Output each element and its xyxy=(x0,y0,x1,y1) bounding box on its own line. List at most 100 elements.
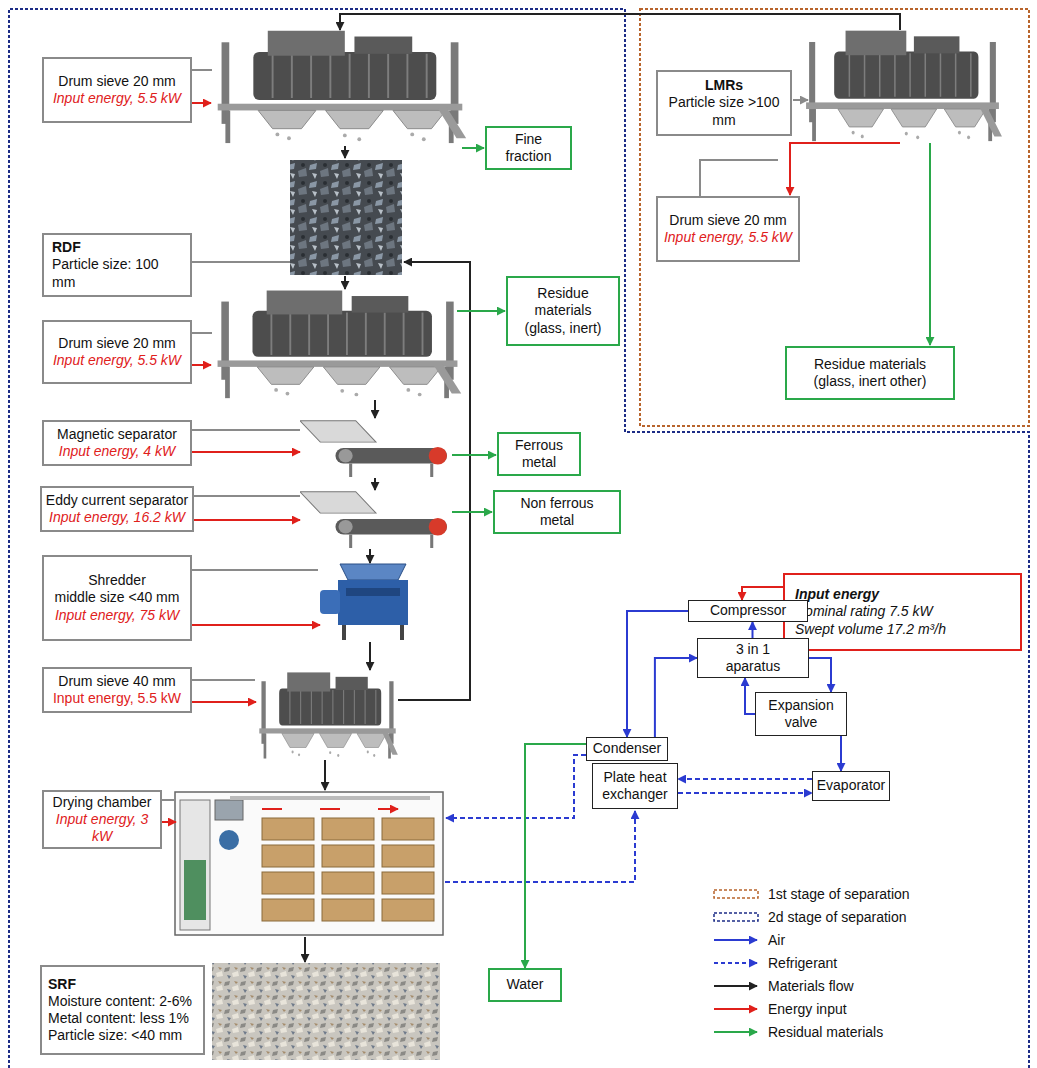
label-box: Drum sieve 20 mmInput energy, 5.5 kW xyxy=(42,320,192,384)
node-text: Residue materials (glass, inert) xyxy=(513,285,613,336)
legend-sample xyxy=(712,933,760,947)
legend-sample xyxy=(712,1002,760,1016)
legend-row: Materials flow xyxy=(712,974,910,997)
legend-text: Refrigerant xyxy=(768,955,837,971)
output-box: Non ferrous metal xyxy=(493,490,621,534)
legend-text: 1st stage of separation xyxy=(768,886,910,902)
legend-text: Air xyxy=(768,932,785,948)
residual-output-lines xyxy=(452,143,930,512)
node-text: Input energy, 5.5 kW xyxy=(49,690,185,707)
legend-text: Materials flow xyxy=(768,978,854,994)
output-box: Ferrous metal xyxy=(497,432,581,476)
flow-connector xyxy=(840,736,842,771)
node-text: Moisture content: 2-6% xyxy=(48,993,197,1010)
legend-swatch xyxy=(714,985,757,987)
label-box: LMRsParticle size >100 mm xyxy=(656,70,792,136)
stage-region-outline xyxy=(9,9,1029,1068)
material-flow-lines xyxy=(305,14,900,962)
node-text: Input energy, 5.5 kW xyxy=(49,90,185,107)
flow-connector xyxy=(752,622,754,638)
output-box: Water xyxy=(488,968,562,1002)
node-text: RDF xyxy=(52,239,182,256)
node-text: Input energy, 75 kW xyxy=(49,607,185,624)
legend-swatch xyxy=(714,890,758,898)
flow-connector xyxy=(809,658,831,692)
legend-sample xyxy=(712,910,760,924)
legend-row: Refrigerant xyxy=(712,951,910,974)
flow-connector xyxy=(678,778,812,780)
node-text: Particle size >100 mm xyxy=(666,94,782,128)
legend-row: Residual materials xyxy=(712,1020,910,1043)
legend-row: 2d stage of separation xyxy=(712,905,910,928)
node-text: 3 in 1 aparatus xyxy=(716,641,790,675)
component-box: 3 in 1 aparatus xyxy=(697,638,809,678)
node-text: Nominal rating 7.5 kW xyxy=(795,603,1010,620)
legend-row: 1st stage of separation xyxy=(712,882,910,905)
node-text: middle size <40 mm xyxy=(49,589,185,606)
node-text: Drum sieve 20 mm xyxy=(663,212,793,229)
node-text: Input energy xyxy=(795,586,1010,603)
flow-connector xyxy=(678,792,812,794)
legend-sample xyxy=(712,1025,760,1039)
output-box: Residue materials (glass, inert other) xyxy=(785,346,955,400)
node-text: Swept volume 17.2 m³/h xyxy=(795,621,1010,638)
machine-illustrations xyxy=(212,31,1002,1060)
component-box: Condenser xyxy=(586,737,668,761)
node-text: Input energy, 16.2 kW xyxy=(44,509,190,526)
label-box: Drum sieve 40 mmInput energy, 5.5 kW xyxy=(42,667,192,713)
node-text: Residue materials (glass, inert other) xyxy=(797,356,943,390)
node-text: Shredder xyxy=(49,572,185,589)
legend-swatch xyxy=(714,1008,757,1010)
node-text: Input energy, 3 kW xyxy=(47,811,157,845)
energy-box: Input energyNominal rating 7.5 kWSwept v… xyxy=(783,573,1022,651)
label-box: Eddy current separatorInput energy, 16.2… xyxy=(40,486,194,532)
label-box: Shreddermiddle size <40 mmInput energy, … xyxy=(42,555,192,641)
node-text: Magnetic separator xyxy=(49,426,185,443)
flow-connector xyxy=(745,678,755,714)
node-text: Compressor xyxy=(693,602,803,619)
legend-swatch xyxy=(714,939,757,941)
node-text: Drum sieve 20 mm xyxy=(49,73,185,90)
label-box: Drum sieve 20 mmInput energy, 5.5 kW xyxy=(42,57,192,123)
legend-sample xyxy=(712,887,760,901)
node-text: Expansion valve xyxy=(764,697,838,731)
legend-sample xyxy=(712,956,760,970)
label-box: Drum sieve 20 mmInput energy, 5.5 kW xyxy=(656,196,800,262)
node-text: Input energy, 5.5 kW xyxy=(663,229,793,246)
node-text: SRF xyxy=(48,976,197,993)
node-text: Condenser xyxy=(590,740,664,757)
output-box: Residue materials (glass, inert) xyxy=(506,276,620,346)
legend: 1st stage of separation 2d stage of separ… xyxy=(712,882,910,1043)
legend-swatch xyxy=(714,1031,757,1033)
legend-text: 2d stage of separation xyxy=(768,909,907,925)
node-text: Fine fraction xyxy=(493,131,564,165)
legend-text: Energy input xyxy=(768,1001,847,1017)
legend-text: Residual materials xyxy=(768,1024,883,1040)
label-box: Magnetic separatorInput energy, 4 kW xyxy=(42,420,192,466)
legend-row: Energy input xyxy=(712,997,910,1020)
legend-swatch xyxy=(714,913,758,921)
legend-row: Air xyxy=(712,928,910,951)
node-text: Particle size: <40 mm xyxy=(48,1027,197,1044)
component-box: Plate heat exchanger xyxy=(592,763,678,809)
node-text: LMRs xyxy=(666,77,782,94)
output-box: Fine fraction xyxy=(485,126,572,170)
leader-lines xyxy=(162,70,808,800)
node-text: Plate heat exchanger xyxy=(596,769,674,803)
node-text: Input energy, 5.5 kW xyxy=(49,352,185,369)
node-text: Drying chamber xyxy=(47,794,157,811)
component-box: Compressor xyxy=(688,600,808,622)
node-text: Input energy, 4 kW xyxy=(49,443,185,460)
flow-connector xyxy=(627,611,688,737)
node-text: Metal content: less 1% xyxy=(48,1010,197,1027)
label-box: SRFMoisture content: 2-6%Metal content: … xyxy=(40,965,205,1055)
node-text: Water xyxy=(495,976,555,993)
node-text: Particle size: 100 mm xyxy=(52,256,182,290)
node-text: Evaporator xyxy=(815,777,887,794)
label-box: Drying chamberInput energy, 3 kW xyxy=(42,790,162,849)
component-box: Expansion valve xyxy=(755,692,847,736)
node-text: Drum sieve 40 mm xyxy=(49,673,185,690)
node-text: Non ferrous metal xyxy=(513,495,601,529)
node-text: Ferrous metal xyxy=(504,437,574,471)
